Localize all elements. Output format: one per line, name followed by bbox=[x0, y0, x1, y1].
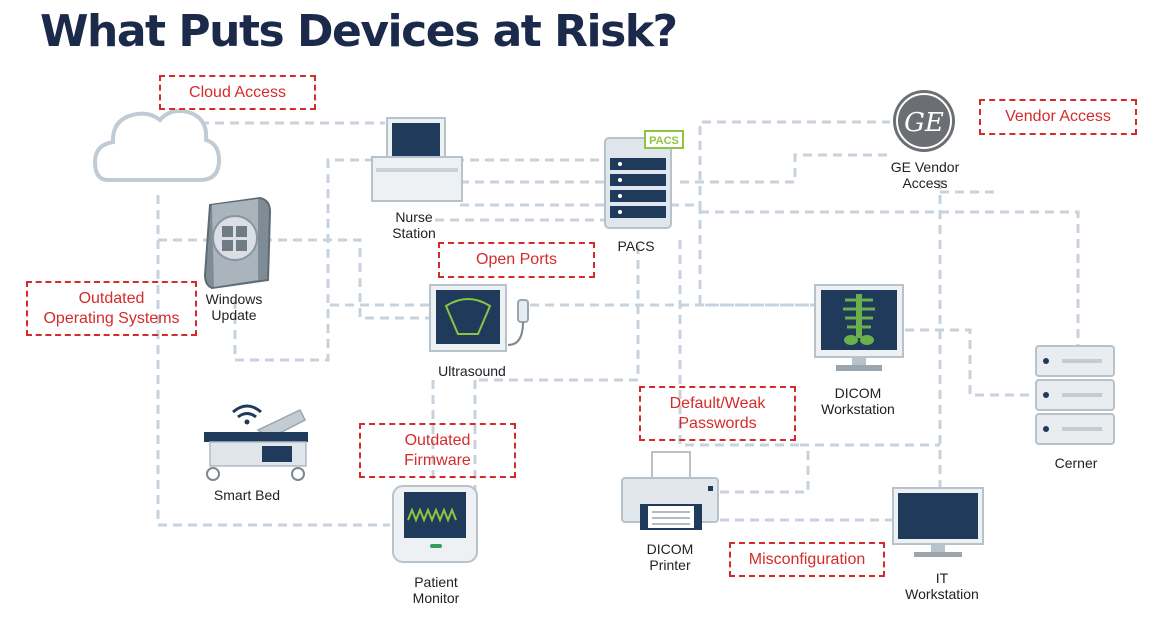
dicom-printer-label-line1: DICOM bbox=[646, 541, 694, 557]
risk-misconfiguration: Misconfiguration bbox=[729, 542, 885, 577]
ge-logo-text: GE bbox=[904, 108, 944, 138]
smart-bed-label: Smart Bed bbox=[213, 487, 281, 503]
risk-default-passwords-line1: Default/Weak bbox=[669, 394, 766, 412]
page-title: What Puts Devices at Risk? bbox=[40, 6, 678, 57]
nurse-station-icon bbox=[371, 117, 463, 202]
dicom-workstation-label: DICOM Workstation bbox=[810, 385, 906, 417]
risk-cloud-access: Cloud Access bbox=[159, 75, 316, 110]
patient-monitor-icon bbox=[392, 485, 478, 563]
nurse-station-label: Nurse Station bbox=[382, 209, 446, 241]
dicom-workstation-label-line2: Workstation bbox=[821, 401, 895, 417]
nurse-station-label-line1: Nurse bbox=[395, 209, 433, 225]
cerner-server-icon bbox=[1035, 345, 1115, 445]
patient-monitor-label-line1: Patient bbox=[414, 574, 458, 590]
pacs-label: PACS bbox=[617, 238, 655, 254]
it-workstation-label: IT Workstation bbox=[892, 570, 992, 602]
patient-monitor-label: Patient Monitor bbox=[400, 574, 472, 606]
windows-update-label: Windows Update bbox=[196, 291, 272, 323]
risk-vendor-access: Vendor Access bbox=[979, 99, 1137, 135]
it-workstation-label-line2: Workstation bbox=[905, 586, 979, 602]
cloud-icon bbox=[92, 109, 222, 182]
risk-default-passwords-line2: Passwords bbox=[678, 414, 757, 432]
cerner-label: Cerner bbox=[1054, 455, 1098, 471]
risk-outdated-firmware-line2: Firmware bbox=[404, 451, 471, 469]
nurse-station-label-line2: Station bbox=[392, 225, 436, 241]
dicom-workstation-label-line1: DICOM bbox=[834, 385, 882, 401]
pacs-tag: PACS bbox=[649, 135, 679, 147]
windows-update-icon bbox=[203, 196, 272, 290]
ultrasound-icon bbox=[429, 284, 529, 352]
smart-bed-icon bbox=[204, 404, 308, 481]
connection-lines bbox=[156, 120, 1080, 527]
risk-outdated-firmware-line1: Outdated bbox=[404, 431, 471, 449]
risk-outdated-os: Outdated Operating Systems bbox=[26, 281, 197, 336]
ge-vendor-label-line2: Access bbox=[902, 175, 948, 191]
it-workstation-label-line1: IT bbox=[935, 570, 949, 586]
dicom-printer-label-line2: Printer bbox=[649, 557, 691, 573]
it-workstation-icon bbox=[892, 487, 984, 557]
ge-vendor-label: GE Vendor Access bbox=[880, 159, 970, 191]
windows-update-label-line1: Windows bbox=[205, 291, 263, 307]
ultrasound-label: Ultrasound bbox=[438, 363, 506, 379]
dicom-printer-label: DICOM Printer bbox=[636, 541, 704, 573]
windows-update-label-line2: Update bbox=[211, 307, 257, 323]
risk-open-ports: Open Ports bbox=[438, 242, 595, 278]
risk-outdated-os-line1: Outdated bbox=[78, 289, 145, 307]
risk-outdated-os-line2: Operating Systems bbox=[43, 309, 180, 327]
ge-logo-icon bbox=[893, 90, 955, 152]
ge-vendor-label-line1: GE Vendor bbox=[890, 159, 960, 175]
pacs-server-icon bbox=[604, 130, 684, 229]
risk-outdated-firmware: Outdated Firmware bbox=[359, 423, 516, 478]
risk-default-passwords: Default/Weak Passwords bbox=[639, 386, 796, 441]
patient-monitor-label-line2: Monitor bbox=[412, 590, 460, 606]
dicom-printer-icon bbox=[621, 451, 719, 530]
dicom-workstation-icon bbox=[814, 284, 904, 371]
